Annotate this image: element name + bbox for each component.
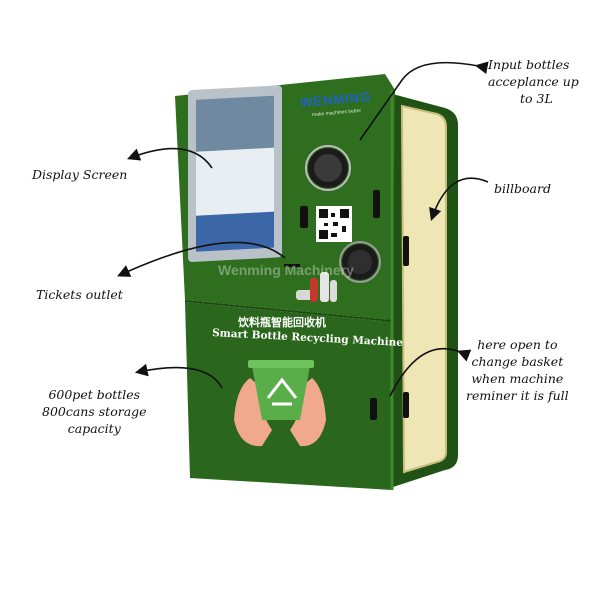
- machine-title-cn: 饮料瓶智能回收机: [238, 316, 326, 329]
- callout-display: Display Screen: [32, 167, 128, 182]
- arrow-input: [359, 61, 489, 141]
- callout-billboard: billboard: [494, 181, 551, 196]
- callout-basket: here open to change basket when machine …: [466, 337, 569, 403]
- arrow-tickets: [117, 241, 286, 277]
- callout-storage: 600pet bottles 800cans storage capacity: [42, 387, 147, 436]
- ticket-slot: [300, 206, 308, 228]
- watermark: Wenming Machinery: [218, 262, 354, 278]
- door-lock: [370, 398, 377, 420]
- callout-tickets: Tickets outlet: [36, 287, 123, 302]
- bottles-icon: [296, 272, 337, 302]
- arrow-display: [127, 147, 213, 169]
- recycling-illustration: [234, 360, 326, 447]
- arrow-storage: [134, 363, 223, 389]
- qr-code: [316, 206, 352, 242]
- callout-input: Input bottles acceplance up to 3L: [488, 57, 579, 106]
- arrow-billboard: [429, 177, 489, 222]
- billboard-panel: [402, 106, 446, 472]
- arrow-basket: [389, 347, 472, 397]
